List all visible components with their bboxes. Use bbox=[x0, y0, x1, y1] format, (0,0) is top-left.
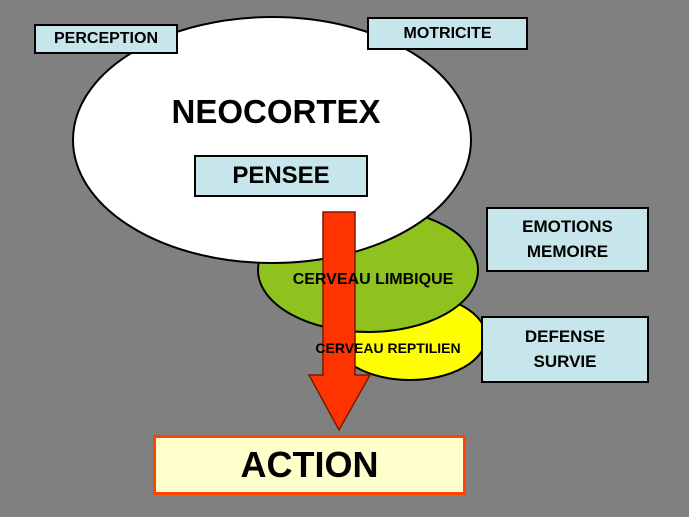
memoire-label: MEMOIRE bbox=[526, 241, 609, 261]
reptilian-label: CERVEAU REPTILIEN bbox=[315, 340, 460, 356]
defense-label: DEFENSE bbox=[524, 326, 606, 346]
neocortex-shape bbox=[72, 16, 472, 264]
limbic-label: CERVEAU LIMBIQUE bbox=[293, 271, 454, 288]
emotions-memoire-box: EMOTIONS MEMOIRE bbox=[486, 207, 649, 272]
neocortex-label: NEOCORTEX bbox=[171, 93, 380, 130]
defense-survie-box: DEFENSE SURVIE bbox=[481, 316, 649, 383]
down-arrow bbox=[307, 211, 372, 432]
emotions-label: EMOTIONS bbox=[522, 217, 613, 237]
action-box: ACTION bbox=[153, 435, 466, 495]
pensee-box: PENSEE bbox=[194, 155, 368, 197]
survie-label: SURVIE bbox=[533, 352, 597, 372]
motricite-box: MOTRICITE bbox=[367, 17, 528, 50]
perception-box: PERCEPTION bbox=[34, 24, 178, 54]
